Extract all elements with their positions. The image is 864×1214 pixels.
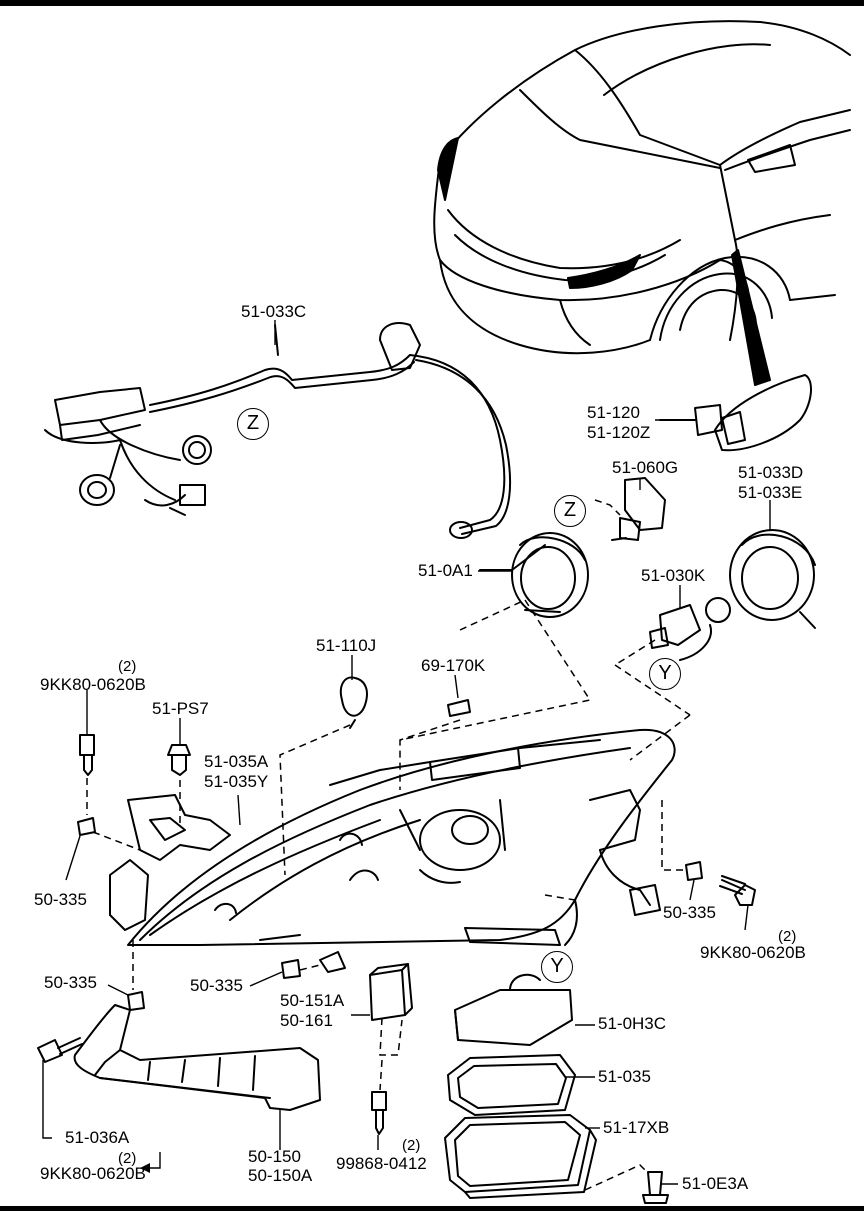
label-51-17XB: 51-17XB — [603, 1118, 670, 1137]
screw-top-left — [79, 734, 95, 776]
side-marker — [659, 374, 812, 452]
label-69-170K: 69-170K — [421, 656, 486, 675]
connector-50-151A — [369, 963, 413, 1021]
label-51-035: 51-035 — [598, 1067, 651, 1086]
callout-y-ballast: Y — [541, 951, 573, 983]
label-99868-0412: 99868-0412 — [336, 1154, 427, 1173]
bulb-51-060G — [611, 477, 666, 541]
label-51-033D: 51-033D — [738, 463, 804, 482]
label-50-335-right: 50-335 — [663, 903, 716, 922]
label-9KK80-right: 9KK80-0620B — [700, 943, 806, 962]
screw-right — [719, 875, 756, 906]
qty-top-left: (2) — [118, 658, 137, 675]
label-51-120: 51-120 — [587, 403, 640, 422]
label-9KK80-bottom: 9KK80-0620B — [40, 1164, 146, 1183]
label-51-PS7: 51-PS7 — [152, 699, 209, 718]
label-50-161: 50-161 — [280, 1011, 333, 1030]
label-51-030K: 51-030K — [641, 566, 706, 585]
callout-z-bulb: Z — [554, 495, 586, 527]
callout-z-harness: Z — [237, 408, 269, 440]
label-51-033C: 51-033C — [241, 302, 307, 321]
label-50-150A: 50-150A — [248, 1166, 313, 1185]
cap-51-0A1 — [479, 532, 589, 618]
label-50-335-mid: 50-335 — [190, 976, 243, 995]
label-51-035Y: 51-035Y — [204, 772, 269, 791]
label-51-035A: 51-035A — [204, 752, 269, 771]
harness-51-033C — [44, 322, 512, 539]
label-51-0E3A: 51-0E3A — [682, 1174, 749, 1193]
label-9KK80-top: 9KK80-0620B — [40, 675, 146, 694]
callout-y-bulb: Y — [649, 658, 681, 690]
label-50-335-left: 50-335 — [34, 890, 87, 909]
qty-99868: (2) — [402, 1137, 421, 1154]
gasket-51-035 — [447, 1054, 576, 1116]
label-51-036A: 51-036A — [65, 1128, 130, 1147]
cap-51-033D — [729, 529, 816, 629]
cover-51-17XB — [444, 1114, 597, 1199]
headlamp-assembly — [109, 728, 676, 973]
clip-51-PS7 — [167, 744, 191, 776]
top-border — [0, 0, 864, 6]
car-illustration — [433, 20, 851, 355]
label-51-110J: 51-110J — [316, 636, 377, 655]
bulb-51-030K — [649, 597, 731, 661]
ballast-51-0H3C — [454, 973, 573, 1046]
qty-right: (2) — [778, 928, 797, 945]
label-50-151A: 50-151A — [280, 991, 345, 1010]
label-51-033E: 51-033E — [738, 483, 803, 502]
screw-99868 — [371, 1091, 387, 1135]
qty-bottom: (2) — [118, 1150, 137, 1167]
screw-51-0E3A — [642, 1171, 669, 1204]
label-51-120Z: 51-120Z — [587, 423, 651, 442]
screw-bottom-left — [37, 1037, 83, 1063]
label-50-150: 50-150 — [248, 1147, 301, 1166]
label-51-0A1: 51-0A1 — [418, 561, 473, 580]
label-50-335-bottom-left: 50-335 — [44, 973, 97, 992]
label-51-0H3C: 51-0H3C — [598, 1014, 667, 1033]
bracket-50-150 — [73, 1004, 321, 1111]
label-51-060G: 51-060G — [612, 458, 679, 477]
bottom-border — [0, 1206, 864, 1211]
